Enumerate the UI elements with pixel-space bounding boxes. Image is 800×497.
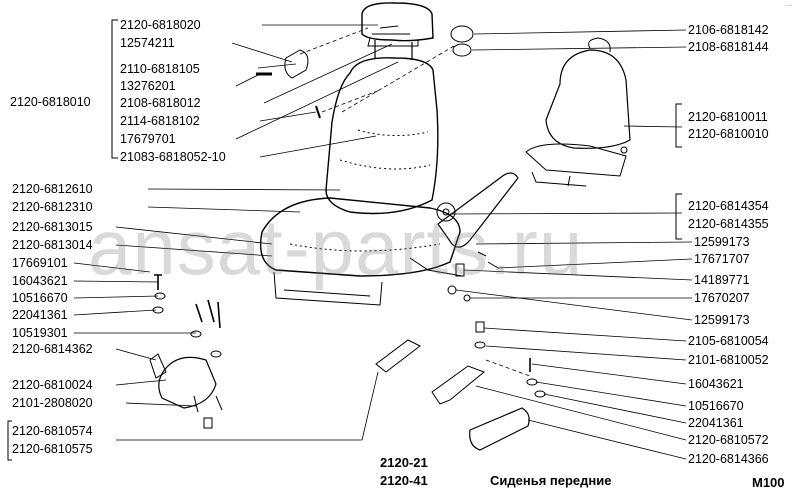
- watermark: ansat-parts.ru: [88, 203, 584, 291]
- part-label: 13276201: [120, 79, 176, 93]
- part-label: 14189771: [694, 273, 750, 287]
- part-label: 2120-6814366: [688, 452, 769, 466]
- part-label: 12599173: [694, 235, 750, 249]
- part-label: 17679701: [120, 132, 176, 146]
- part-label: 2114-6818102: [120, 114, 200, 128]
- part-label: 2108-6818012: [120, 96, 201, 110]
- part-label: 2108-6818144: [688, 40, 769, 54]
- part-label: 2120-6810024: [12, 378, 93, 392]
- part-label: 2120-6814355: [688, 217, 769, 231]
- part-label: 2110-6818105: [120, 62, 200, 76]
- part-label: 22041361: [688, 416, 744, 430]
- part-label: 2120-6814354: [688, 199, 769, 213]
- part-label: 12574211: [120, 36, 175, 50]
- part-label: 2105-6810054: [688, 334, 769, 348]
- part-label: 2120-6810575: [12, 442, 93, 456]
- part-label: 2120-6813014: [12, 238, 93, 252]
- part-label: 2120-6812610: [12, 182, 93, 196]
- part-label: 10516670: [12, 291, 68, 305]
- diagram-caption: Сиденья передние: [490, 473, 612, 488]
- part-label: 2120-6810011: [688, 110, 768, 124]
- part-label: 10519301: [12, 326, 68, 340]
- part-label: 16043621: [688, 377, 744, 391]
- model-number: 2120-21: [380, 455, 428, 470]
- part-label: 2120-6814362: [12, 342, 93, 356]
- part-label: 2106-6818142: [688, 23, 769, 37]
- part-label: 12599173: [694, 313, 750, 327]
- part-label: 2101-2808020: [12, 396, 93, 410]
- part-label: 10516670: [688, 399, 744, 413]
- part-label: 17671707: [694, 252, 750, 266]
- part-label: 2101-6810052: [688, 353, 769, 367]
- part-label: 21083-6818052-10: [120, 150, 226, 164]
- part-label: 2120-6810572: [688, 433, 769, 447]
- diagram-code: М100: [752, 475, 785, 490]
- part-label: 17669101: [12, 256, 68, 270]
- part-label: 2120-6810574: [12, 424, 93, 438]
- part-label: 2120-6813015: [12, 220, 93, 234]
- part-label: 2120-6818020: [120, 18, 201, 32]
- corner-mark: ...: [786, 2, 792, 8]
- model-number: 2120-41: [380, 473, 428, 488]
- part-label: 16043621: [12, 274, 68, 288]
- part-label: 2120-6812310: [12, 200, 93, 214]
- part-label: 2120-6810010: [688, 127, 769, 141]
- part-label: 2120-6818010: [10, 95, 91, 109]
- part-label: 22041361: [12, 308, 68, 322]
- part-label: 17670207: [694, 291, 750, 305]
